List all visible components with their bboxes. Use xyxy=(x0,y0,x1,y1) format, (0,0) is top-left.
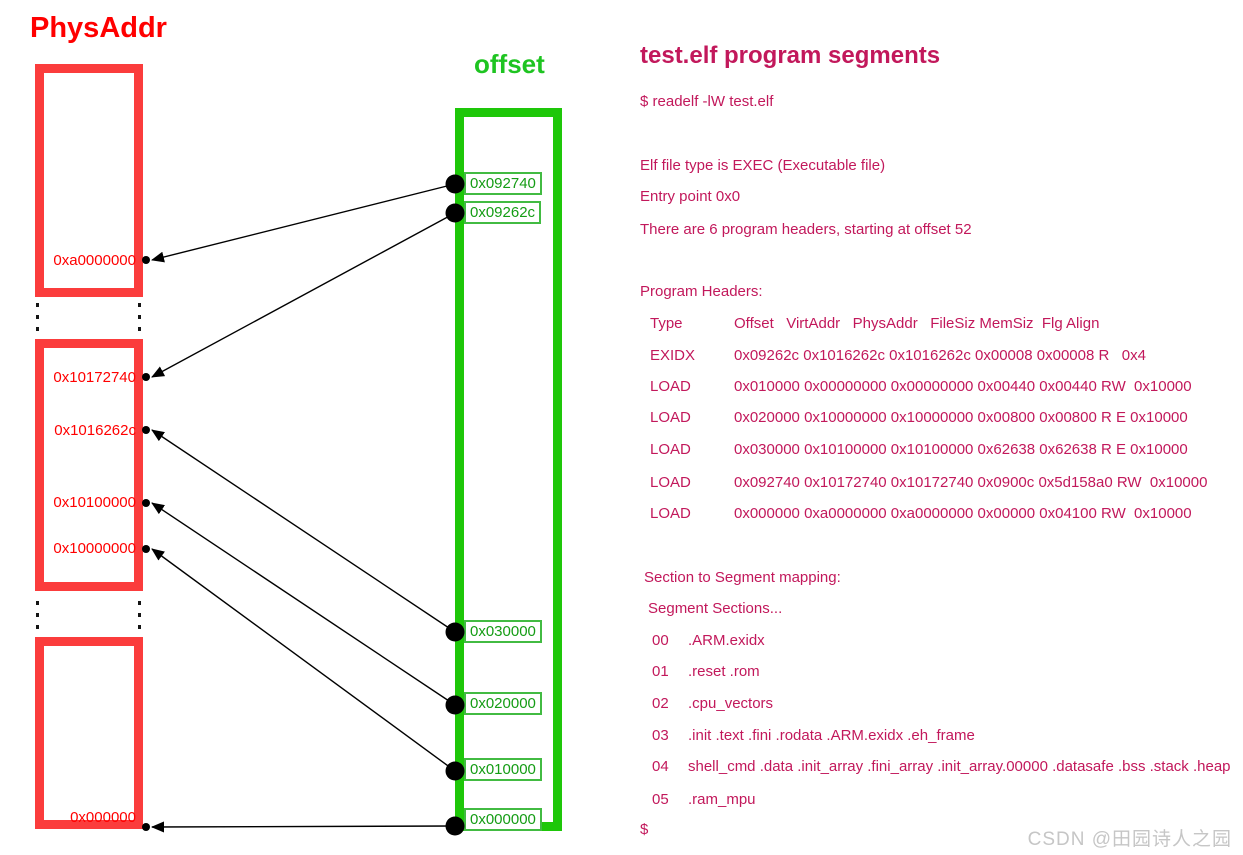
phys-addr-label: 0xa0000000 xyxy=(53,252,136,269)
offset-label: 0x010000 xyxy=(464,758,542,781)
offset-label: 0x000000 xyxy=(464,808,542,831)
entry-point-line: Entry point 0x0 xyxy=(640,188,741,205)
program-header-row: LOAD 0x010000 0x00000000 0x00000000 0x00… xyxy=(650,378,1192,395)
phys-memory-box-bottom xyxy=(35,637,143,829)
offset-title: offset xyxy=(474,49,545,79)
phys-memory-box-top xyxy=(35,64,143,297)
segment-mapping-row: 04 shell_cmd .data .init_array .fini_arr… xyxy=(652,758,1231,775)
segment-mapping-row: 01 .reset .rom xyxy=(652,663,760,680)
readelf-output-panel: test.elf program segments $ readelf -lW … xyxy=(640,0,1243,855)
program-header-row: LOAD 0x020000 0x10000000 0x10000000 0x00… xyxy=(650,409,1188,426)
ellipsis-dots xyxy=(138,303,141,331)
col-type: Type xyxy=(650,315,683,332)
phys-addr-label: 0x10100000 xyxy=(53,494,136,511)
segment-mapping-row: 02 .cpu_vectors xyxy=(652,695,774,712)
phys-addr-title: PhysAddr xyxy=(30,12,167,44)
ellipsis-dots xyxy=(36,303,39,331)
col-rest: Offset VirtAddr PhysAddr FileSiz MemSiz … xyxy=(734,315,1100,332)
elf-type-line: Elf file type is EXEC (Executable file) xyxy=(640,157,886,174)
page-title: test.elf program segments xyxy=(640,42,941,69)
offset-label: 0x030000 xyxy=(464,620,542,643)
headers-count-line: There are 6 program headers, starting at… xyxy=(640,221,972,238)
program-header-row: LOAD 0x092740 0x10172740 0x10172740 0x09… xyxy=(650,474,1208,491)
segment-mapping-row: 00 .ARM.exidx xyxy=(652,632,765,649)
phys-addr-label: 0x000000 xyxy=(70,809,136,826)
offset-label: 0x020000 xyxy=(464,692,542,715)
section-mapping-heading: Section to Segment mapping: xyxy=(644,569,841,586)
csdn-watermark: CSDN @田园诗人之园 xyxy=(1027,829,1232,850)
shell-prompt: $ xyxy=(640,821,649,838)
phys-memory-box-middle xyxy=(35,339,143,591)
offset-label: 0x09262c xyxy=(464,201,542,224)
offset-label: 0x092740 xyxy=(464,172,542,195)
program-headers-heading: Program Headers: xyxy=(640,283,763,300)
segment-sections-subheading: Segment Sections... xyxy=(648,600,783,617)
ellipsis-dots xyxy=(36,601,39,629)
phys-addr-label: 0x1016262c xyxy=(54,422,136,439)
phys-addr-label: 0x10000000 xyxy=(53,540,136,557)
program-headers-columns: Type Offset VirtAddr PhysAddr FileSiz Me… xyxy=(640,315,1099,332)
phys-addr-label: 0x10172740 xyxy=(53,369,136,386)
ellipsis-dots xyxy=(138,601,141,629)
segment-mapping-row: 03 .init .text .fini .rodata .ARM.exidx … xyxy=(652,727,975,744)
segment-mapping-row: 05 .ram_mpu xyxy=(652,791,756,808)
program-header-row: LOAD 0x030000 0x10100000 0x10100000 0x62… xyxy=(650,441,1188,458)
phys-connector-dots xyxy=(142,256,150,831)
arrow-lines xyxy=(151,183,456,833)
program-header-row: LOAD 0x000000 0xa0000000 0xa0000000 0x00… xyxy=(650,505,1192,522)
program-header-row: EXIDX 0x09262c 0x1016262c 0x1016262c 0x0… xyxy=(650,347,1146,364)
shell-command: $ readelf -lW test.elf xyxy=(640,93,774,110)
